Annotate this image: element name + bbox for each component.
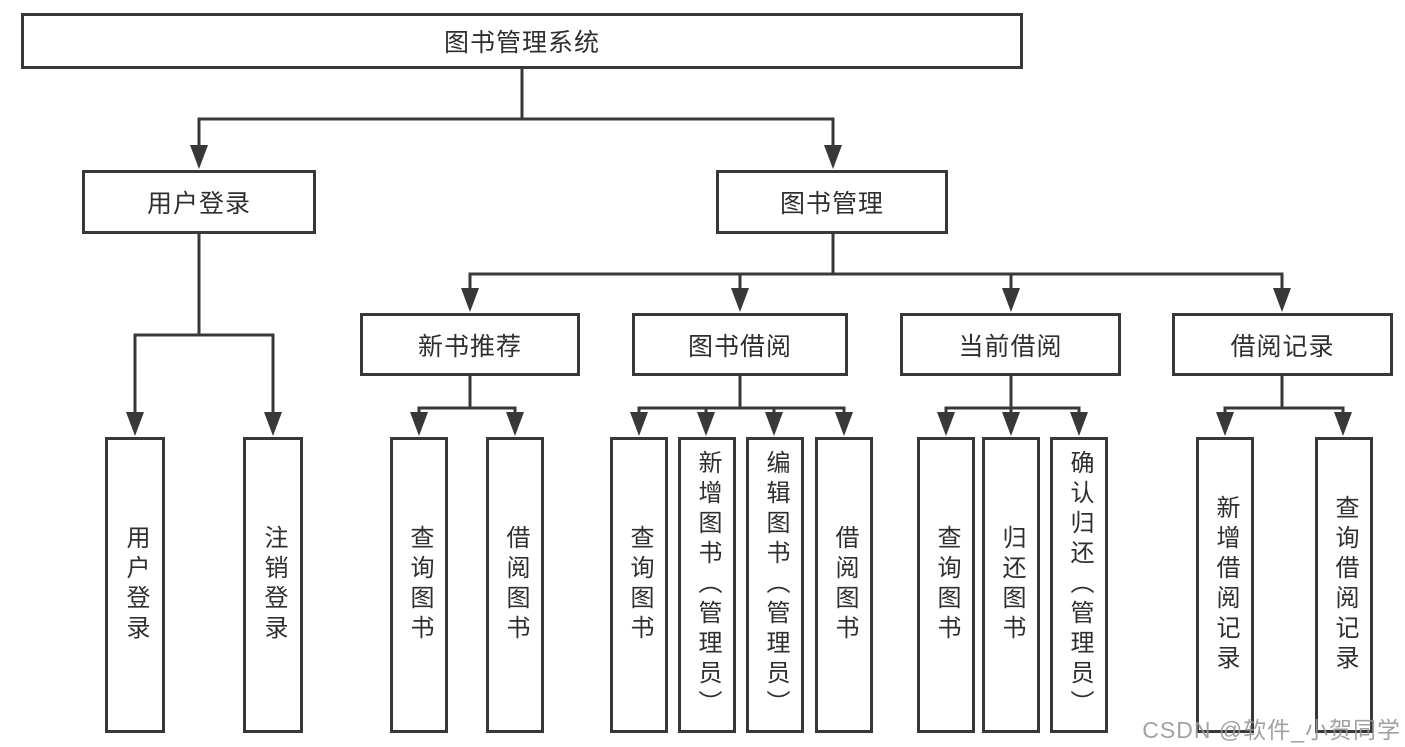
leaf-user-login: 用户登录 [105,437,165,733]
csdn-watermark: CSDN @软件_小贺同学 [1142,717,1401,743]
node-current-borrow: 当前借阅 [900,313,1121,376]
leaf-add-borrow-record: 新增借阅记录 [1196,437,1254,733]
leaf-borrow-books-recommend: 借阅图书 [486,437,544,733]
leaf-logout: 注销登录 [243,437,303,733]
node-new-book-recommend: 新书推荐 [360,313,580,376]
leaf-borrow-books: 借阅图书 [815,437,873,733]
leaf-query-books-current: 查询图书 [917,437,975,733]
node-borrow-records: 借阅记录 [1172,313,1393,376]
leaf-add-book-admin: 新增图书（管理员） [678,437,736,733]
leaf-edit-book-admin: 编辑图书（管理员） [746,437,804,733]
leaf-return-books: 归还图书 [982,437,1040,733]
leaf-confirm-return-admin: 确认归还（管理员） [1050,437,1108,733]
leaf-query-books-borrow: 查询图书 [610,437,668,733]
node-book-borrow: 图书借阅 [632,313,848,376]
node-user-login: 用户登录 [82,170,316,234]
leaf-query-borrow-record: 查询借阅记录 [1315,437,1373,733]
node-system-root: 图书管理系统 [21,13,1023,69]
leaf-query-books-recommend: 查询图书 [390,437,448,733]
node-book-management: 图书管理 [716,170,948,234]
